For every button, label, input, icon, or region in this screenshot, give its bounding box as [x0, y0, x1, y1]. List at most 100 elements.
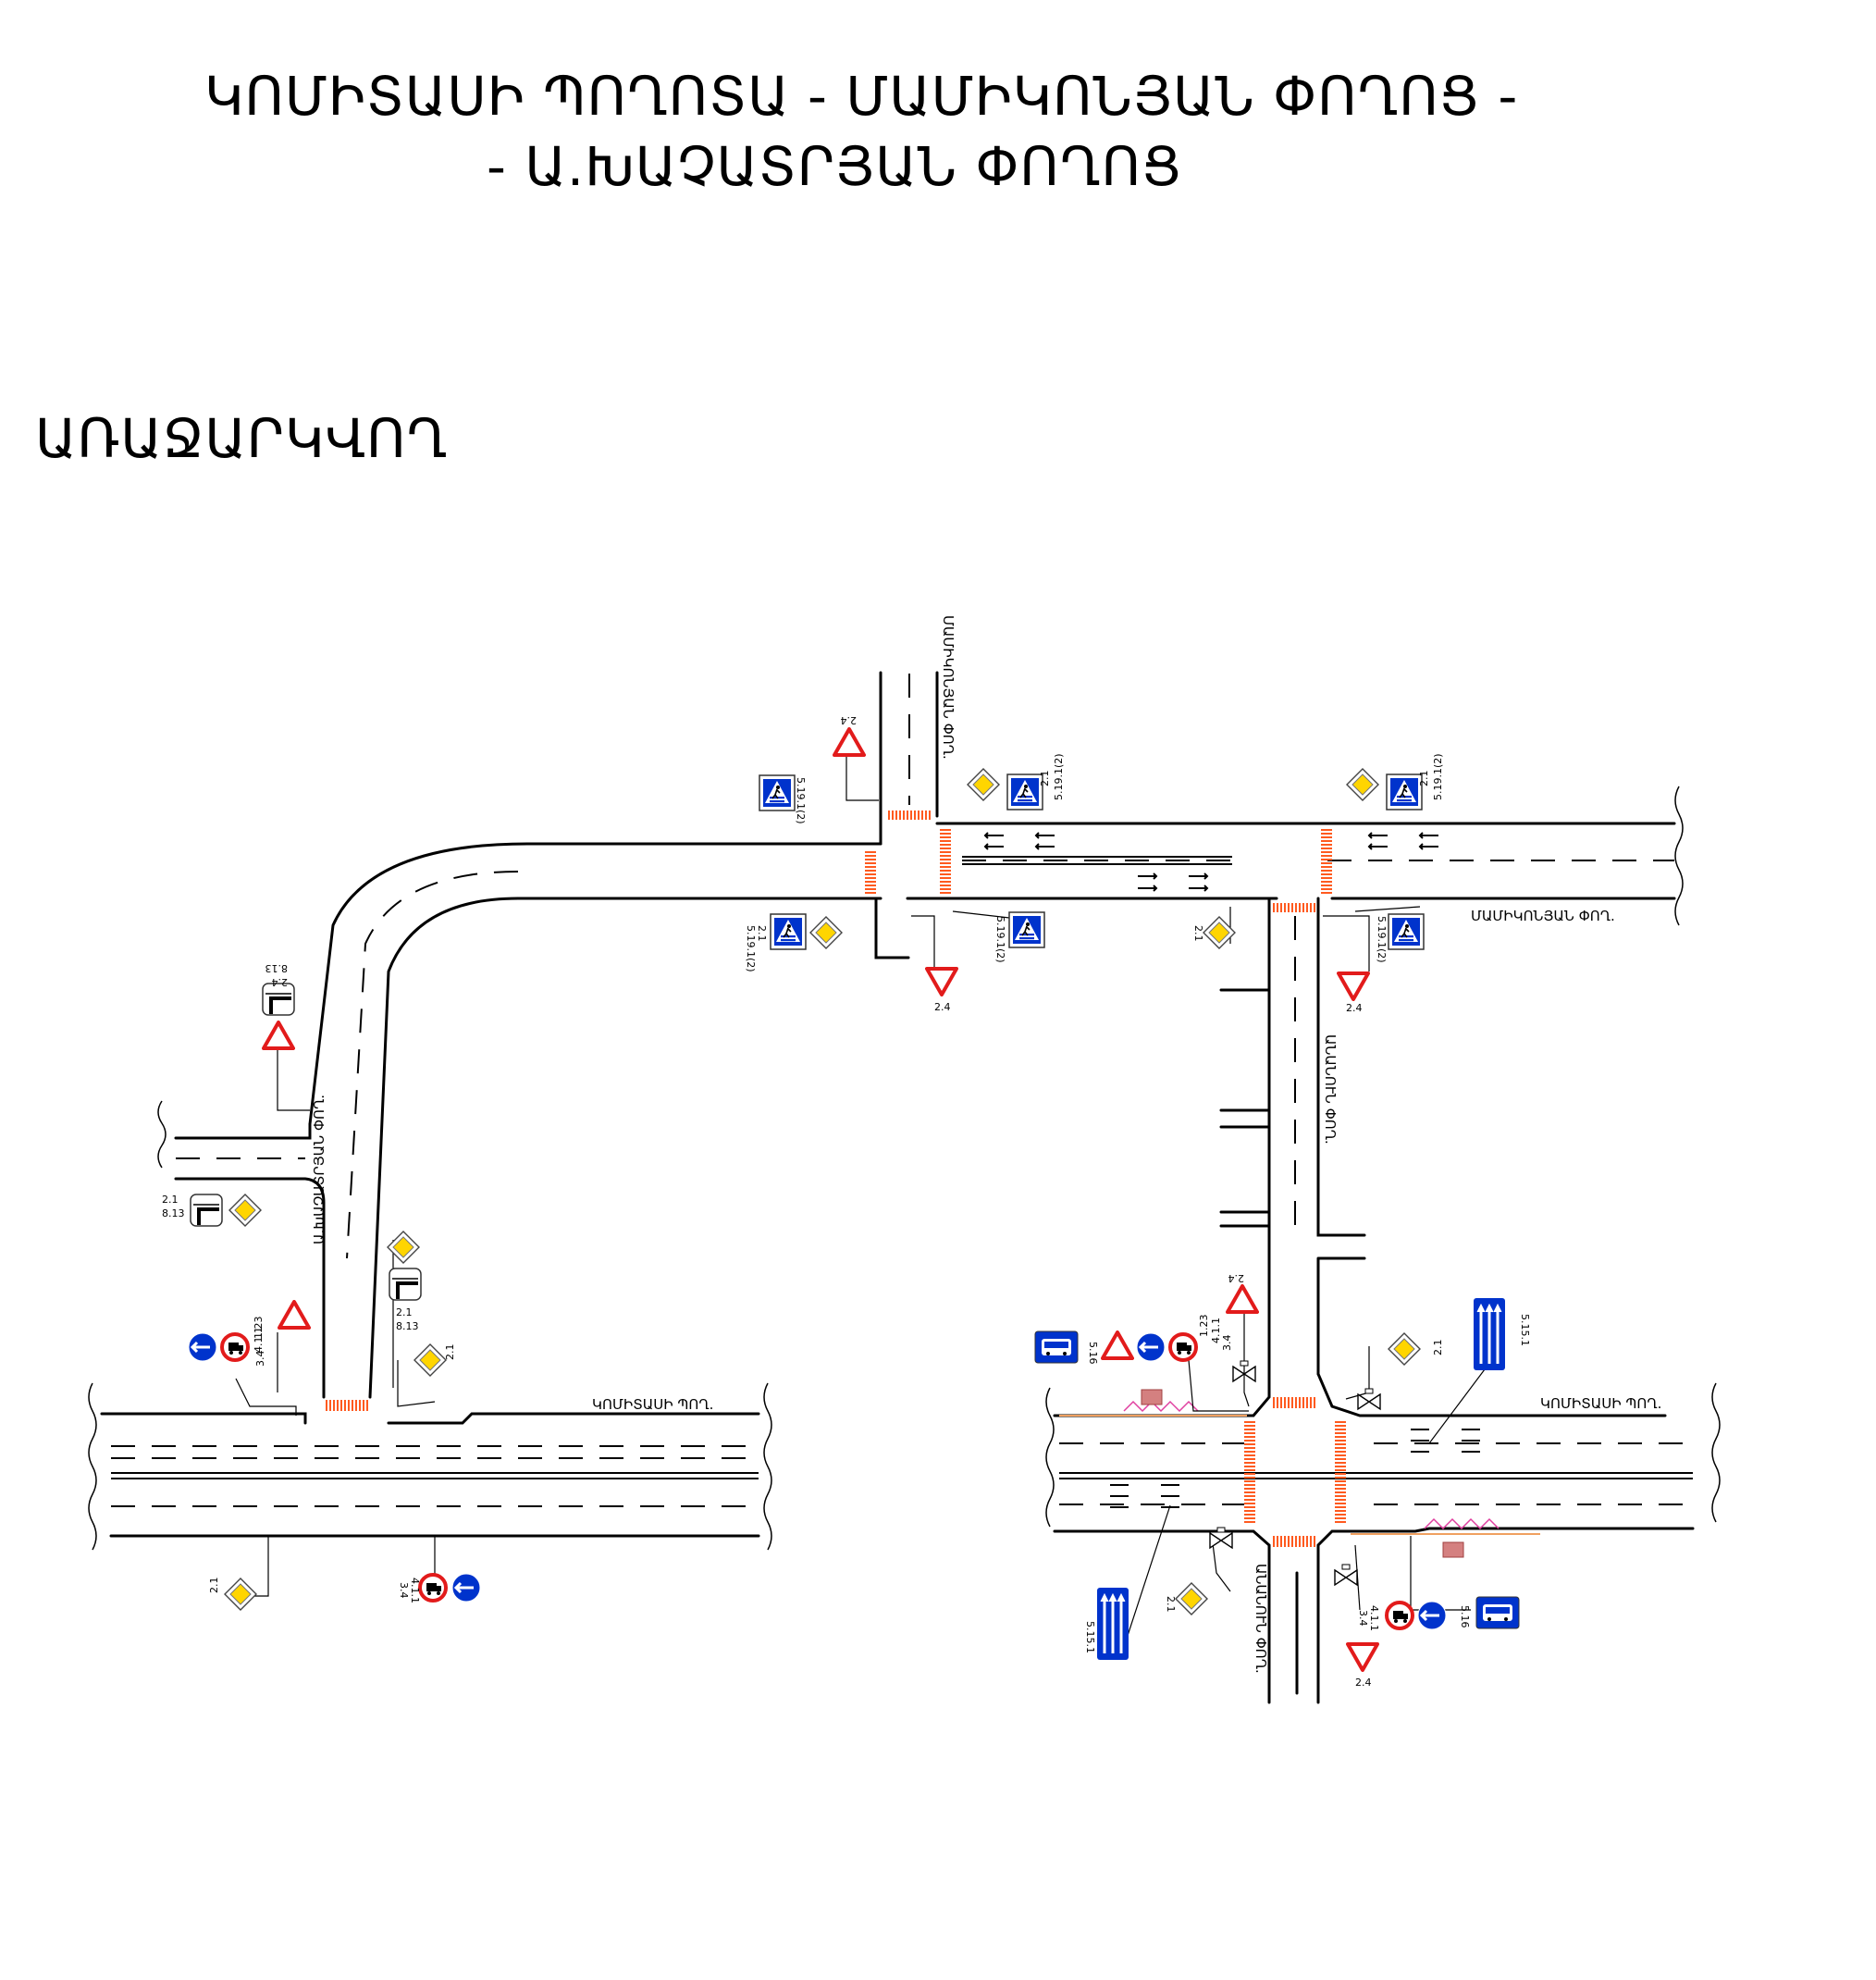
- yield-sign-icon: [833, 727, 866, 757]
- sign-code: 5.16: [1087, 1342, 1099, 1365]
- no-trucks-sign-icon: [220, 1332, 250, 1362]
- sign-code: 2.1: [444, 1344, 456, 1361]
- sign-code: 4.1.1: [1368, 1605, 1380, 1631]
- street-name-side-lower: ԱՆԱՆՈՒՆ ՓՈՂ.: [1253, 1564, 1269, 1674]
- crosswalk-west-1: [865, 849, 876, 896]
- bus-shelter: [1442, 1541, 1464, 1558]
- street-name-komitas-right: ԿՈՄԻՏԱՍԻ ՊՈՂ.: [1540, 1395, 1661, 1412]
- title-line-2: - Ա.ԽԱՉԱՏՐՅԱՆ ՓՈՂՈՑ: [487, 135, 1183, 198]
- lane-direction-sign-icon: [1473, 1297, 1506, 1371]
- children-warning-sign-icon: [1101, 1330, 1134, 1360]
- sign-code: 5.16: [1459, 1605, 1471, 1628]
- pedestrian-crossing-sign-icon: [1386, 773, 1423, 811]
- sign-code: 4.1.1: [1210, 1318, 1222, 1343]
- crosswalk-north: [886, 811, 932, 820]
- street-name-komitas-left: ԿՈՄԻՏԱՍԻ ՊՈՂ.: [592, 1396, 713, 1413]
- yield-sign-icon: [1226, 1284, 1259, 1314]
- priority-road-sign-icon: [413, 1343, 447, 1377]
- sign-code: 5.19.1(2): [745, 925, 757, 972]
- priority-road-sign-icon: [809, 916, 843, 949]
- sign-code: 1.23: [253, 1317, 265, 1340]
- crosswalks: [326, 811, 1346, 1547]
- crosswalk-komitas-n: [1273, 1397, 1317, 1408]
- yield-sign-icon: [925, 967, 958, 996]
- sign-code: 5.15.1: [1519, 1314, 1531, 1346]
- priority-road-sign-icon: [1388, 1332, 1421, 1366]
- lane-markings: [111, 674, 1693, 1507]
- sign-code: 3.4: [254, 1351, 266, 1367]
- sign-code: 3.4: [1221, 1335, 1233, 1352]
- lane-direction-sign-icon: [1096, 1587, 1129, 1661]
- bus-stop-markings: [1059, 1400, 1540, 1535]
- sign-code: 2.1: [208, 1578, 220, 1594]
- crosswalk-komitas-e: [1335, 1421, 1346, 1523]
- title-line-1: ԿՈՄԻՏԱՍԻ ՊՈՂՈՏԱ - ՄԱՄԻԿՈՆՅԱՆ ՓՈՂՈՑ -: [204, 65, 1519, 128]
- street-name-khachatryan: Ա.ԽԱՉԱՏՐՅԱՆ ՓՈՂ.: [311, 1095, 327, 1244]
- sign-code: 5.15.1: [1084, 1621, 1096, 1653]
- break-marks: [88, 786, 1721, 1551]
- yield-sign-icon: [1337, 971, 1370, 1001]
- sign-codes: 2.4 5.19.1(2) 2.1 5.19.1(2) 2.1 5.19.1(2…: [162, 714, 1531, 1689]
- sign-code: 8.13: [396, 1320, 419, 1332]
- pedestrian-crossing-sign-icon: [759, 774, 796, 811]
- traffic-light-icon: [1334, 1564, 1358, 1586]
- sign-code: 2.4: [1355, 1677, 1372, 1689]
- no-trucks-sign-icon: [418, 1573, 448, 1603]
- crosswalk-komitas-s: [1273, 1536, 1317, 1547]
- pedestrian-crossing-sign-icon: [1008, 911, 1045, 948]
- pedestrian-crossing-sign-icon: [770, 913, 807, 950]
- corner-sign-icon: [190, 1194, 223, 1227]
- blue-direction-sign-icon: [188, 1332, 217, 1362]
- sign-leaders: [235, 757, 1486, 1648]
- sign-code: 3.4: [1357, 1610, 1369, 1627]
- sign-code: 2.4: [934, 1001, 951, 1013]
- yield-sign-icon: [262, 1021, 295, 1050]
- street-name-side-upper: ԱՆԱՆՈՒՆ ՓՈՂ.: [1322, 1034, 1339, 1145]
- yield-sign-icon: [278, 1300, 311, 1330]
- bus-stop-sign-icon: [1475, 1596, 1520, 1629]
- street-name-mamikonyan-right: ՄԱՄԻԿՈՆՅԱՆ ՓՈՂ.: [1471, 908, 1615, 924]
- axis-lines: [111, 856, 1693, 1479]
- sign-code: 3.4: [398, 1582, 410, 1599]
- sign-code: 5.19.1(2): [1432, 753, 1444, 800]
- yield-sign-icon: [1346, 1642, 1379, 1672]
- priority-road-sign-icon: [224, 1578, 257, 1611]
- street-name-mamikonyan-upper: ՄԱՄԻԿՈՆՅԱՆ ՓՈՂ.: [940, 615, 957, 760]
- no-trucks-sign-icon: [1385, 1601, 1414, 1630]
- blue-direction-sign-icon: [1417, 1601, 1447, 1630]
- blue-direction-sign-icon: [451, 1573, 481, 1603]
- sign-code: 8.13: [265, 962, 289, 974]
- sign-code: 1.23: [1198, 1315, 1210, 1338]
- sign-code: 2.1: [1418, 771, 1430, 787]
- crosswalk-side: [1273, 903, 1317, 912]
- lane-arrows: [983, 832, 1480, 1508]
- sign-code: 2.1: [162, 1194, 179, 1206]
- pedestrian-crossing-sign-icon: [1006, 773, 1043, 811]
- traffic-light-icon: [1357, 1388, 1381, 1410]
- sign-code: 2.4: [1346, 1002, 1363, 1014]
- sign-code: 5.19.1(2): [795, 777, 807, 824]
- sign-code: 8.13: [162, 1207, 185, 1219]
- no-trucks-sign-icon: [1168, 1332, 1198, 1362]
- sign-code: 5.19.1(2): [1053, 753, 1065, 800]
- sign-code: 2.1: [756, 925, 768, 942]
- street-names: ՄԱՄԻԿՈՆՅԱՆ ՓՈՂ. ՄԱՄԻԿՈՆՅԱՆ ՓՈՂ. Ա.ԽԱՉԱՏՐ…: [311, 615, 1661, 1674]
- crosswalk-east: [1321, 827, 1332, 896]
- sign-code: 5.19.1(2): [1376, 916, 1388, 963]
- corner-sign-icon: [389, 1268, 422, 1301]
- bus-shelter: [1141, 1389, 1163, 1405]
- crosswalk-khach: [326, 1400, 368, 1411]
- priority-road-sign-icon: [387, 1231, 420, 1264]
- sign-code: 2.1: [1039, 771, 1051, 787]
- priority-road-sign-icon: [1175, 1582, 1208, 1615]
- priority-road-sign-icon: [1346, 768, 1379, 801]
- pedestrian-crossing-sign-icon: [1388, 913, 1425, 950]
- sign-code: 4.1.1: [253, 1327, 265, 1353]
- sign-code: 2.1: [1165, 1596, 1177, 1613]
- sign-code: 2.1: [396, 1306, 413, 1318]
- bus-stop-sign-icon: [1034, 1330, 1079, 1364]
- priority-road-sign-icon: [228, 1194, 262, 1227]
- sign-code: 2.4: [841, 714, 858, 726]
- sign-code: 5.19.1(2): [994, 916, 1006, 963]
